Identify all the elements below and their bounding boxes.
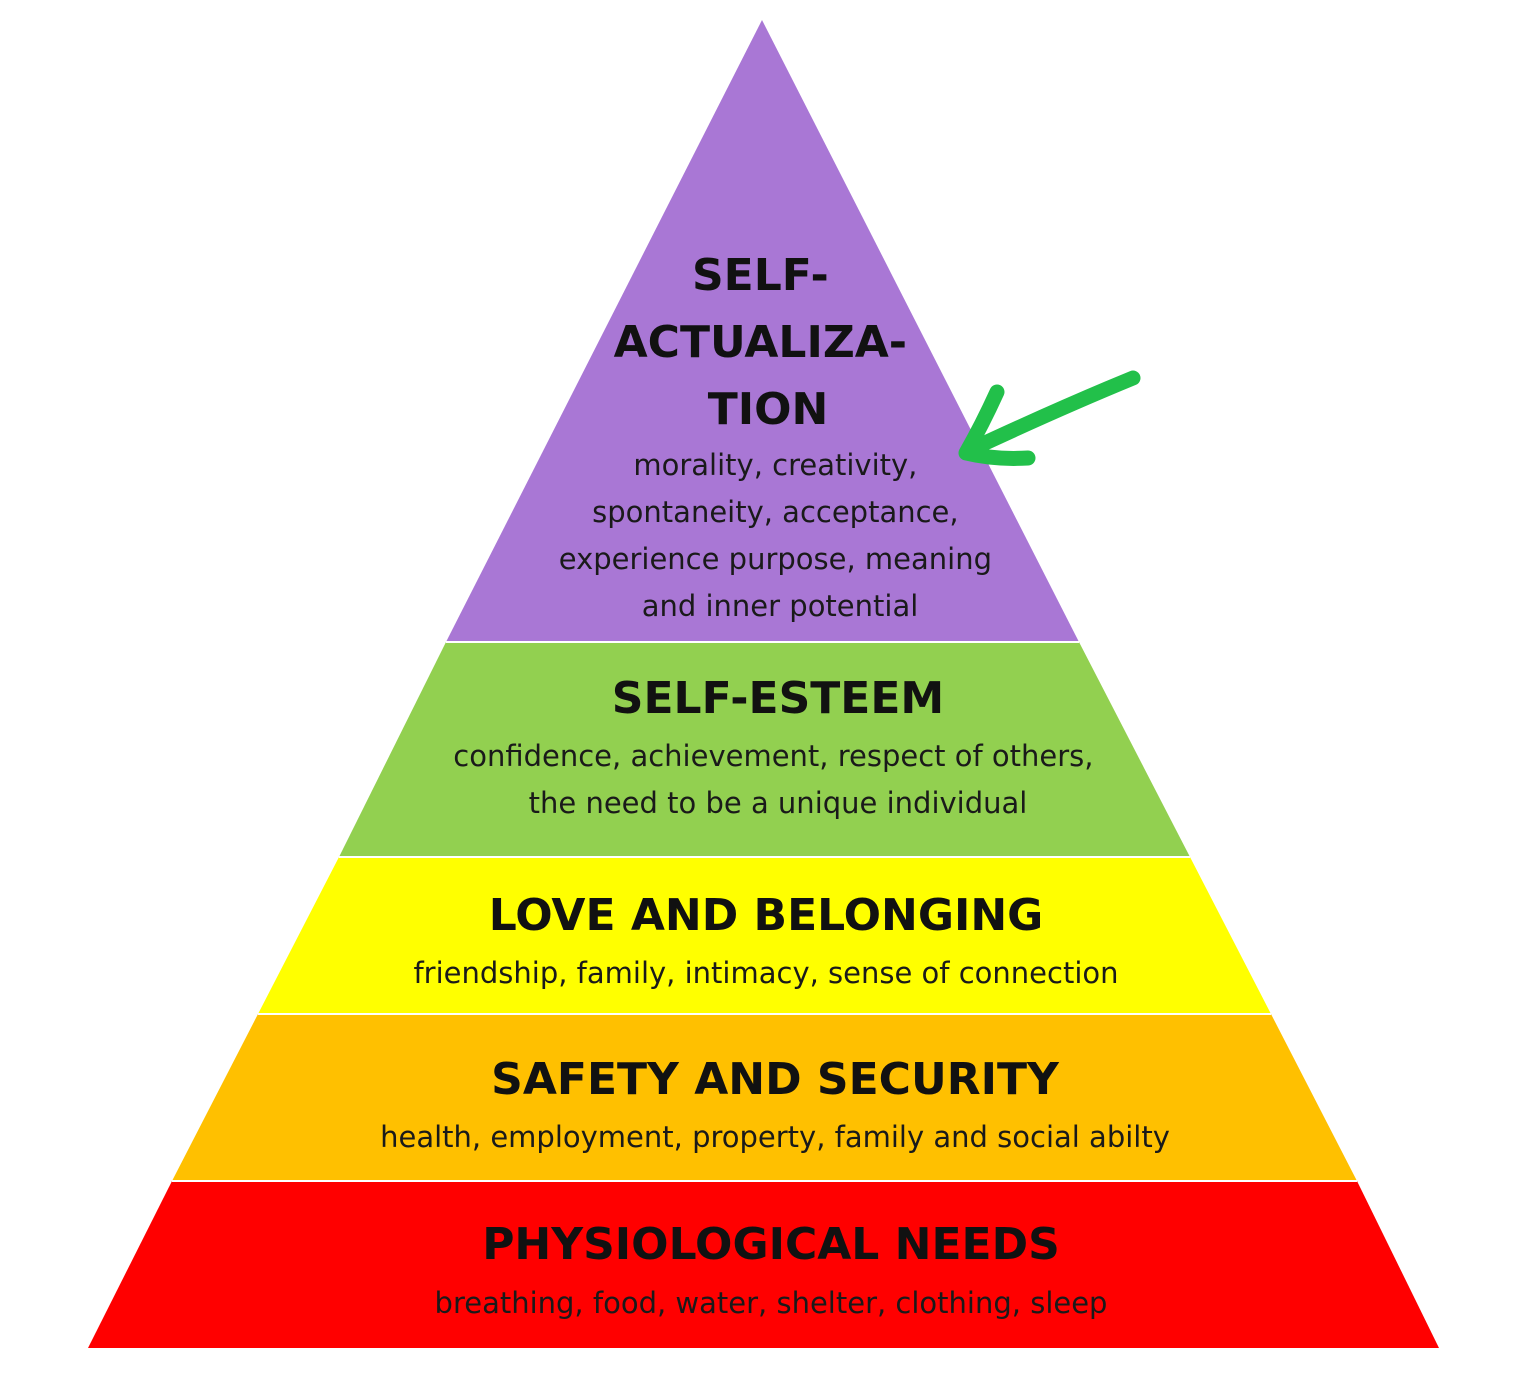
level-safety-and-security-description: health, employment, property, family and… xyxy=(380,1120,1170,1154)
arrow-shaft xyxy=(962,370,1141,458)
level-self-actualization: SELF- ACTUALIZA- TION morality, creativi… xyxy=(446,20,1079,642)
title-line: TION xyxy=(708,384,829,435)
level-self-actualization-band xyxy=(446,20,1079,642)
level-physiological-needs: PHYSIOLOGICAL NEEDS breathing, food, wat… xyxy=(88,1181,1439,1348)
band-separators xyxy=(172,641,1357,1182)
title-line: SAFETY AND SECURITY xyxy=(491,1054,1060,1105)
description-line: spontaneity, acceptance, xyxy=(592,495,958,529)
title-line: PHYSIOLOGICAL NEEDS xyxy=(482,1219,1060,1270)
description-line: morality, creativity, xyxy=(633,448,917,482)
level-physiological-needs-band xyxy=(88,1181,1439,1348)
description-line: experience purpose, meaning xyxy=(559,542,992,576)
description-line: friendship, family, intimacy, sense of c… xyxy=(413,956,1118,990)
level-self-esteem-description: confidence, achievement, respect of othe… xyxy=(453,739,1102,820)
level-safety-and-security-band xyxy=(172,1014,1357,1181)
description-line: the need to be a unique individual xyxy=(529,786,1028,820)
arrow-head xyxy=(958,384,1036,466)
level-self-esteem-band xyxy=(339,642,1190,857)
level-self-esteem-title: SELF-ESTEEM xyxy=(612,673,944,724)
level-self-esteem: SELF-ESTEEM confidence, achievement, res… xyxy=(339,642,1190,857)
level-physiological-needs-title: PHYSIOLOGICAL NEEDS xyxy=(482,1219,1060,1270)
level-love-and-belonging-band xyxy=(258,857,1271,1014)
level-love-and-belonging-title: LOVE AND BELONGING xyxy=(489,890,1044,941)
title-line: SELF-ESTEEM xyxy=(612,673,944,724)
level-safety-and-security-title: SAFETY AND SECURITY xyxy=(491,1054,1060,1105)
level-love-and-belonging-description: friendship, family, intimacy, sense of c… xyxy=(413,956,1118,990)
title-line: LOVE AND BELONGING xyxy=(489,890,1044,941)
description-line: confidence, achievement, respect of othe… xyxy=(453,739,1093,773)
level-self-actualization-description: morality, creativity, spontaneity, accep… xyxy=(559,448,1002,623)
description-line: health, employment, property, family and… xyxy=(380,1120,1170,1154)
title-line: SELF- xyxy=(692,250,829,301)
level-safety-and-security: SAFETY AND SECURITY health, employment, … xyxy=(172,1014,1357,1181)
level-physiological-needs-description: breathing, food, water, shelter, clothin… xyxy=(435,1286,1108,1320)
green-arrow-icon xyxy=(958,370,1141,466)
description-line: and inner potential xyxy=(642,589,919,623)
description-line: breathing, food, water, shelter, clothin… xyxy=(435,1286,1108,1320)
level-self-actualization-title: SELF- ACTUALIZA- TION xyxy=(614,250,923,435)
level-love-and-belonging: LOVE AND BELONGING friendship, family, i… xyxy=(258,857,1271,1014)
title-line: ACTUALIZA- xyxy=(614,317,907,368)
